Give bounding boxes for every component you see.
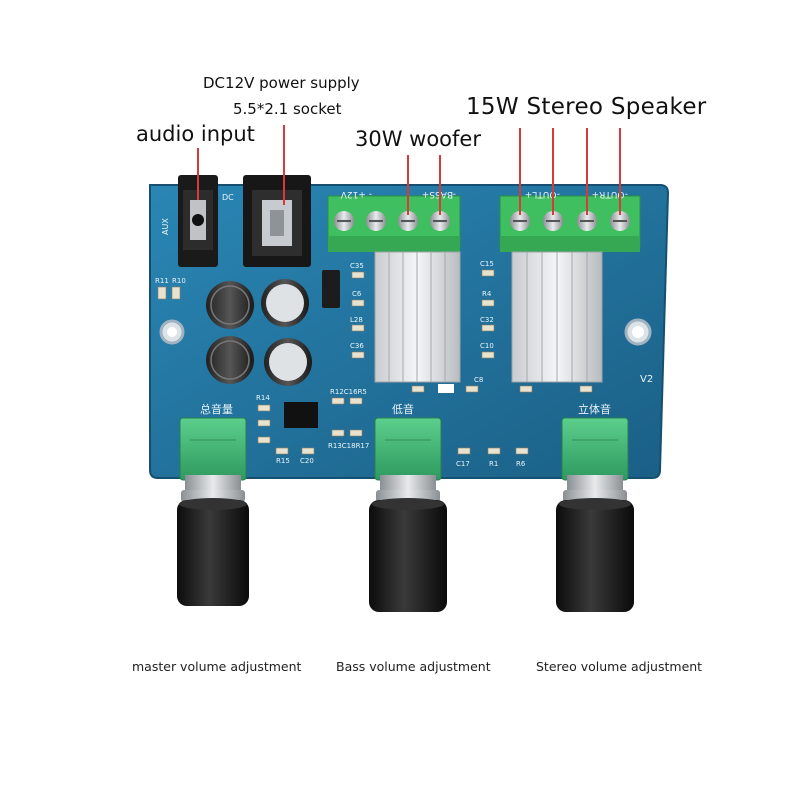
silk-c17: C17 — [456, 460, 470, 468]
silk-version: V2 — [640, 374, 653, 385]
silk-r6: R6 — [516, 460, 526, 468]
silk-aux: AUX — [161, 218, 170, 235]
silk-c20: C20 — [300, 457, 314, 465]
smd-components — [157, 269, 593, 455]
leader-lines — [197, 125, 621, 215]
silk-r4: R4 — [482, 290, 492, 298]
silk-c36: C36 — [350, 342, 364, 350]
op-amp-chip — [284, 402, 318, 428]
stereo-speaker-label: 15W Stereo Speaker — [466, 94, 707, 120]
dc-power-socket — [243, 175, 311, 267]
silk-r1: R1 — [489, 460, 498, 468]
master-volume-label: master volume adjustment — [132, 659, 302, 674]
bass-volume-knob — [369, 417, 447, 612]
silk-r10: R10 — [172, 277, 186, 285]
heatsink-stereo — [511, 251, 603, 383]
bass-volume-label: Bass volume adjustment — [336, 659, 491, 674]
screw-terminals-bass — [334, 211, 450, 231]
silk-l28: L28 — [350, 316, 363, 324]
silk-dc: DC — [222, 193, 234, 202]
silk-c6: C6 — [352, 290, 362, 298]
led — [438, 384, 454, 393]
master-volume-knob — [177, 417, 249, 606]
silk-r12: R12C16R5 — [330, 388, 367, 396]
mounting-holes — [159, 318, 652, 346]
silk-r14: R14 — [256, 394, 270, 402]
audio-input-label: audio input — [136, 122, 255, 146]
heatsink-bass — [374, 251, 461, 383]
silk-c35: C35 — [350, 262, 364, 270]
silk-cn-bass: 低音 — [392, 402, 414, 416]
silk-c15: C15 — [480, 260, 494, 268]
silk-outl: -OUTL+ — [525, 189, 560, 199]
silk-c32: C32 — [480, 316, 494, 324]
stereo-volume-knob — [556, 417, 634, 612]
silk-12v: - +12V — [340, 189, 372, 199]
audio-jack — [178, 175, 218, 267]
silk-c8: C8 — [474, 376, 483, 384]
socket-label: 5.5*2.1 socket — [233, 100, 342, 118]
silk-r13: R13C18R17 — [328, 442, 369, 450]
screw-terminals-stereo — [510, 211, 630, 231]
woofer-label: 30W woofer — [355, 127, 481, 151]
silk-cn-master: 总音量 — [200, 402, 233, 416]
electrolytic-capacitors — [206, 279, 312, 386]
silk-c10: C10 — [480, 342, 494, 350]
silk-cn-stereo: 立体音 — [578, 402, 611, 416]
power-supply-label: DC12V power supply — [203, 74, 360, 92]
stereo-volume-label: Stereo volume adjustment — [536, 659, 703, 674]
silk-bass: -BASS+ — [422, 189, 456, 199]
silk-r11: R11 — [155, 277, 169, 285]
silk-r15: R15 — [276, 457, 290, 465]
inductor — [322, 270, 340, 308]
silk-outr: -OUTR+ — [592, 189, 628, 199]
